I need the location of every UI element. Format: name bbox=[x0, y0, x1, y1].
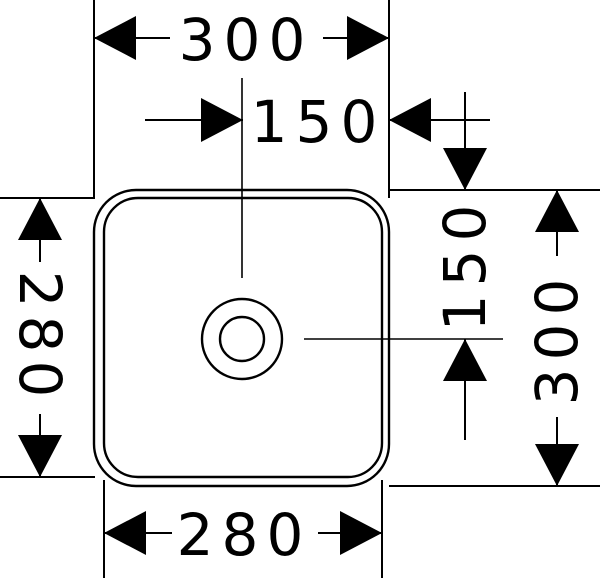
right-height-label: 300 bbox=[523, 271, 591, 406]
right-bottom-arrow bbox=[535, 444, 579, 486]
basin-inner-outline bbox=[102, 196, 384, 479]
middle-width-label: 150 bbox=[251, 88, 386, 156]
bottom-right-arrow bbox=[340, 511, 382, 555]
left-top-arrow bbox=[18, 198, 62, 240]
vertical-offset-label: 150 bbox=[431, 197, 499, 332]
top-left-arrow bbox=[94, 16, 136, 60]
drain-outer-ring bbox=[200, 297, 284, 381]
bottom-width-label: 280 bbox=[177, 501, 312, 569]
top-width-label: 300 bbox=[179, 6, 314, 74]
middle-right-arrow bbox=[389, 98, 431, 142]
offset-bottom-arrow bbox=[443, 339, 487, 381]
offset-top-arrow bbox=[443, 148, 487, 190]
left-bottom-arrow bbox=[18, 435, 62, 477]
right-top-arrow bbox=[535, 190, 579, 232]
bottom-left-arrow bbox=[104, 511, 146, 555]
left-height-label: 280 bbox=[6, 271, 74, 406]
drain-inner-ring bbox=[218, 315, 266, 363]
top-right-arrow bbox=[347, 16, 389, 60]
middle-left-arrow bbox=[201, 98, 243, 142]
